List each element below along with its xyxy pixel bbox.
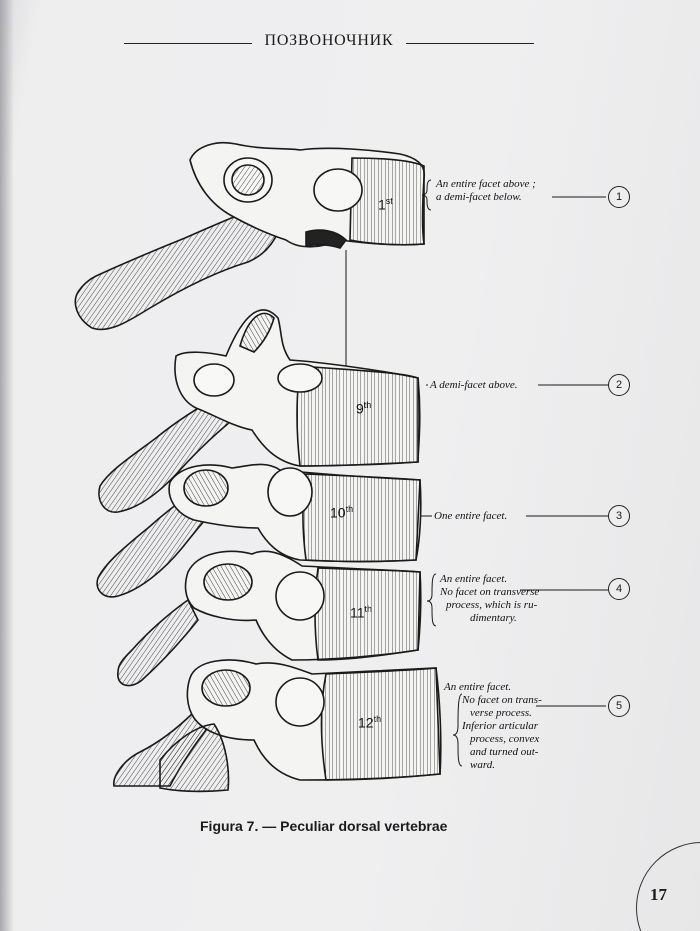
vertebra-label-10th: 10th (330, 504, 354, 521)
vertebra-label-9th: 9th (356, 400, 372, 417)
vertebra-9 (98, 309, 421, 513)
vertebra-10 (96, 463, 422, 598)
annotation-3: One entire facet. (434, 510, 508, 522)
callout-number-1: 1 (608, 186, 630, 208)
annotation-5: An entire facet. No facet on trans- vers… (444, 681, 542, 771)
vertebra-11 (117, 550, 422, 687)
header-title: ПОЗВОНОЧНИК (264, 32, 394, 49)
binding-shadow (0, 0, 14, 931)
vertebra-label-1st: 1st (378, 196, 393, 213)
vertebra-label-12th: 12th (358, 714, 382, 731)
vertebra-12 (113, 659, 442, 793)
page-number: 17 (650, 885, 667, 904)
annotation-1: An entire facet above ; a demi-facet bel… (436, 178, 536, 203)
callout-number-3: 3 (608, 505, 630, 527)
callout-number-4: 4 (608, 578, 630, 600)
annotation-4: An entire facet. No facet on transverse … (440, 573, 540, 624)
header-rule-left (124, 43, 252, 44)
callout-number-2: 2 (608, 374, 630, 396)
callout-number-5: 5 (608, 695, 630, 717)
vertebra-1 (74, 142, 426, 331)
figure-caption: Figura 7. — Peculiar dorsal vertebrae (200, 818, 448, 834)
header-rule-right (406, 43, 534, 44)
annotation-2: A demi-facet above. (430, 379, 518, 391)
vertebra-label-11th: 11th (350, 604, 373, 621)
running-header: ПОЗВОНОЧНИК (124, 30, 534, 54)
